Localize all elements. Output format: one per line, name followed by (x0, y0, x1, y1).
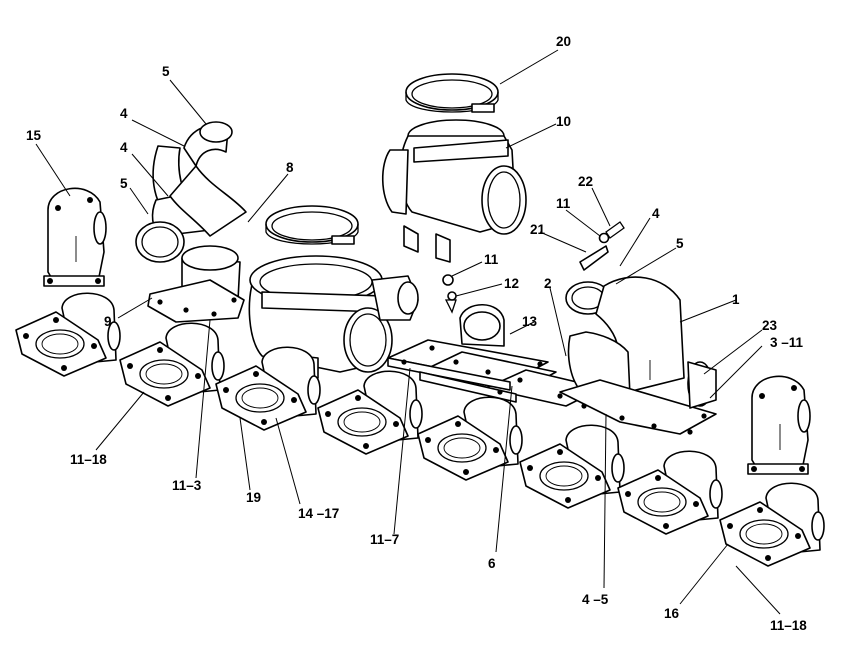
label-23: 23 (762, 318, 778, 333)
label-13: 13 (522, 314, 538, 329)
manifold-plate-center (387, 304, 603, 407)
riser-block-left (147, 245, 245, 323)
elbow-pipe-left (135, 121, 247, 263)
leader-lines (35, 49, 781, 615)
label-9: 9 (104, 314, 112, 329)
label-21: 21 (530, 222, 546, 237)
label-5-right: 5 (676, 236, 684, 251)
label-5-top: 5 (162, 64, 170, 79)
label-16: 16 (664, 606, 680, 621)
label-11-right: 11 (556, 196, 571, 211)
label-22: 22 (578, 174, 593, 189)
label-4-5: 4 –5 (582, 592, 609, 607)
clamp-center (265, 205, 359, 245)
label-3-11: 3 –11 (770, 335, 804, 350)
label-6: 6 (488, 556, 496, 571)
label-5-left: 5 (120, 176, 128, 191)
gasket-flange-8 (719, 482, 825, 567)
gasket-flange-7 (617, 450, 723, 535)
gasket-flange-1 (15, 292, 121, 377)
port-cover-right (747, 375, 811, 475)
label-1: 1 (732, 292, 740, 307)
elbow-pipe-right (559, 276, 717, 435)
label-11-18-right: 11–18 (770, 618, 807, 633)
gasket-flange-4 (317, 370, 423, 455)
label-11-center: 11 (484, 252, 499, 267)
port-cover-left (43, 187, 107, 287)
gasket-flange-6 (519, 424, 625, 509)
tee-housing-upper (381, 119, 527, 263)
label-2: 2 (544, 276, 552, 291)
gasket-flange-5 (417, 396, 523, 481)
gasket-flange-3 (215, 346, 321, 431)
label-4-upper: 4 (120, 106, 128, 121)
callout-labels: 15 5 4 4 5 8 9 11–18 11–3 19 14 –17 11–7… (26, 34, 807, 633)
label-19: 19 (246, 490, 261, 505)
label-11-7: 11–7 (370, 532, 399, 547)
clamp-upper (405, 73, 499, 113)
label-4-right: 4 (652, 206, 660, 221)
label-10: 10 (556, 114, 571, 129)
hardware-bolts (442, 221, 625, 314)
label-4-lower: 4 (120, 140, 128, 155)
label-12: 12 (504, 276, 519, 291)
label-15: 15 (26, 128, 42, 143)
label-8: 8 (286, 160, 294, 175)
label-11-18-left: 11–18 (70, 452, 107, 467)
label-11-3: 11–3 (172, 478, 202, 493)
label-20: 20 (556, 34, 571, 49)
label-14-17: 14 –17 (298, 506, 339, 521)
